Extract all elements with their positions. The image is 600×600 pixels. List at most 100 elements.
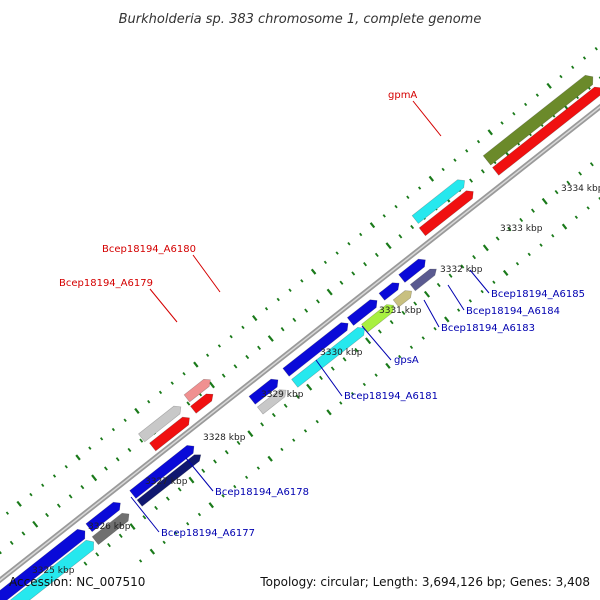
gene-darkgray[interactable]	[91, 512, 130, 546]
tick-label-3331: 3331 kbp	[379, 306, 422, 316]
tick-mark	[99, 437, 104, 441]
tick-mark	[165, 496, 170, 501]
gene-A6179-gray[interactable]	[138, 405, 182, 443]
gene-label-A6181[interactable]: Bcep18194_A6181	[344, 391, 438, 402]
tick-mark	[0, 550, 2, 555]
tick-mark	[95, 552, 100, 557]
gene-label-A6177[interactable]: Bcep18194_A6177	[161, 528, 255, 539]
gene-gpmA-red[interactable]	[418, 190, 474, 237]
gene-A6184[interactable]	[392, 290, 413, 308]
gene-track	[0, 74, 600, 600]
leader-line	[412, 100, 442, 137]
tick-mark	[197, 512, 202, 517]
tick-mark	[193, 361, 199, 368]
gene-blue-3332[interactable]	[346, 299, 378, 326]
tick-mark	[88, 446, 92, 450]
tick-mark	[582, 56, 587, 60]
tick-mark	[283, 403, 288, 408]
tick-mark	[221, 494, 225, 498]
tick-mark	[107, 542, 111, 548]
gene-label-gpsA[interactable]: gpsA	[394, 355, 419, 366]
tick-mark	[468, 299, 472, 303]
tick-mark	[401, 310, 406, 315]
gene-A6177-cyan[interactable]	[0, 539, 95, 600]
tick-mark	[205, 353, 210, 357]
leader-line	[130, 496, 160, 533]
tick-mark	[385, 242, 392, 250]
tick-mark	[465, 149, 469, 153]
tick-mark	[436, 282, 441, 288]
tick-mark	[574, 215, 578, 219]
gene-A6181[interactable]	[256, 389, 287, 415]
tick-mark	[241, 325, 245, 330]
tick-mark	[519, 217, 524, 223]
gene-red-large[interactable]	[492, 86, 600, 176]
gene-label-A6180[interactable]: Bcep18194_A6180	[102, 244, 196, 255]
tick-mark	[310, 268, 317, 275]
gene-label-A6178[interactable]: Bcep18194_A6178	[215, 487, 309, 498]
tick-mark	[123, 418, 127, 422]
gene-blue-a[interactable]	[378, 282, 400, 301]
gene-olive[interactable]	[482, 74, 594, 166]
tick-mark	[118, 533, 123, 538]
tick-mark	[413, 301, 418, 306]
tick-mark	[5, 511, 10, 515]
tick-mark	[245, 354, 250, 360]
gene-label-A6184[interactable]: Bcep18194_A6184	[466, 306, 560, 317]
gene-A6178[interactable]	[129, 445, 195, 499]
tick-mark	[224, 450, 229, 455]
gene-A6180[interactable]	[183, 378, 211, 403]
tick-mark	[315, 419, 319, 424]
gene-gpsA[interactable]	[291, 327, 365, 388]
gene-A6180-red[interactable]	[190, 393, 214, 414]
tick-mark	[351, 271, 356, 276]
tick-mark	[363, 262, 368, 267]
tick-mark	[362, 382, 366, 387]
gene-label-A6179[interactable]: Bcep18194_A6179	[59, 278, 153, 289]
tick-mark	[374, 373, 378, 377]
chromosome-backbone	[0, 103, 600, 584]
gene-A6178-navy[interactable]	[136, 454, 202, 507]
tick-mark	[103, 466, 108, 471]
tick-mark	[377, 329, 382, 334]
tick-mark	[453, 158, 457, 162]
gene-label-gpmA[interactable]: gpmA	[388, 90, 417, 101]
gene-label-A6185[interactable]: Bcep18194_A6185	[491, 289, 585, 300]
tick-mark	[539, 243, 543, 247]
tick-mark	[257, 345, 262, 350]
gene-blue-small[interactable]	[85, 501, 121, 533]
tick-mark	[29, 492, 33, 497]
leader-line	[423, 299, 440, 328]
tick-mark	[480, 169, 485, 174]
gene-blue-3330[interactable]	[248, 378, 279, 405]
gene-blue-3331[interactable]	[282, 322, 349, 377]
tick-mark	[64, 464, 68, 469]
gene-blue-b[interactable]	[398, 258, 426, 283]
tick-mark	[342, 357, 347, 362]
tick-mark	[559, 74, 563, 79]
tick-mark	[423, 290, 431, 298]
genome-summary-text: Topology: circular; Length: 3,694,126 bp…	[259, 575, 590, 589]
tick-mark	[369, 222, 376, 229]
tick-mark	[295, 394, 300, 399]
leader-line	[149, 288, 178, 323]
tick-mark	[417, 186, 422, 190]
tick-mark	[115, 457, 120, 462]
tick-mark	[594, 46, 598, 51]
tick-mark	[551, 234, 555, 238]
gene-gpmA[interactable]	[411, 179, 465, 224]
gene-A6177[interactable]	[0, 528, 86, 600]
tick-mark	[139, 438, 144, 443]
gene-label-A6183[interactable]: Bcep18194_A6183	[441, 323, 535, 334]
tick-mark	[91, 474, 98, 482]
gene-A6185[interactable]	[409, 268, 437, 292]
tick-mark	[323, 260, 328, 265]
map-title: Burkholderia sp. 383 chromosome 1, compl…	[119, 12, 482, 27]
tick-mark	[288, 288, 292, 292]
tick-mark	[554, 189, 559, 195]
tick-label-3325: 3325 kbp	[32, 566, 75, 576]
gene-A6179[interactable]	[149, 416, 190, 452]
tick-label-3329: 3329 kbp	[261, 390, 304, 400]
tick-mark	[32, 520, 39, 528]
tick-mark	[174, 531, 178, 535]
